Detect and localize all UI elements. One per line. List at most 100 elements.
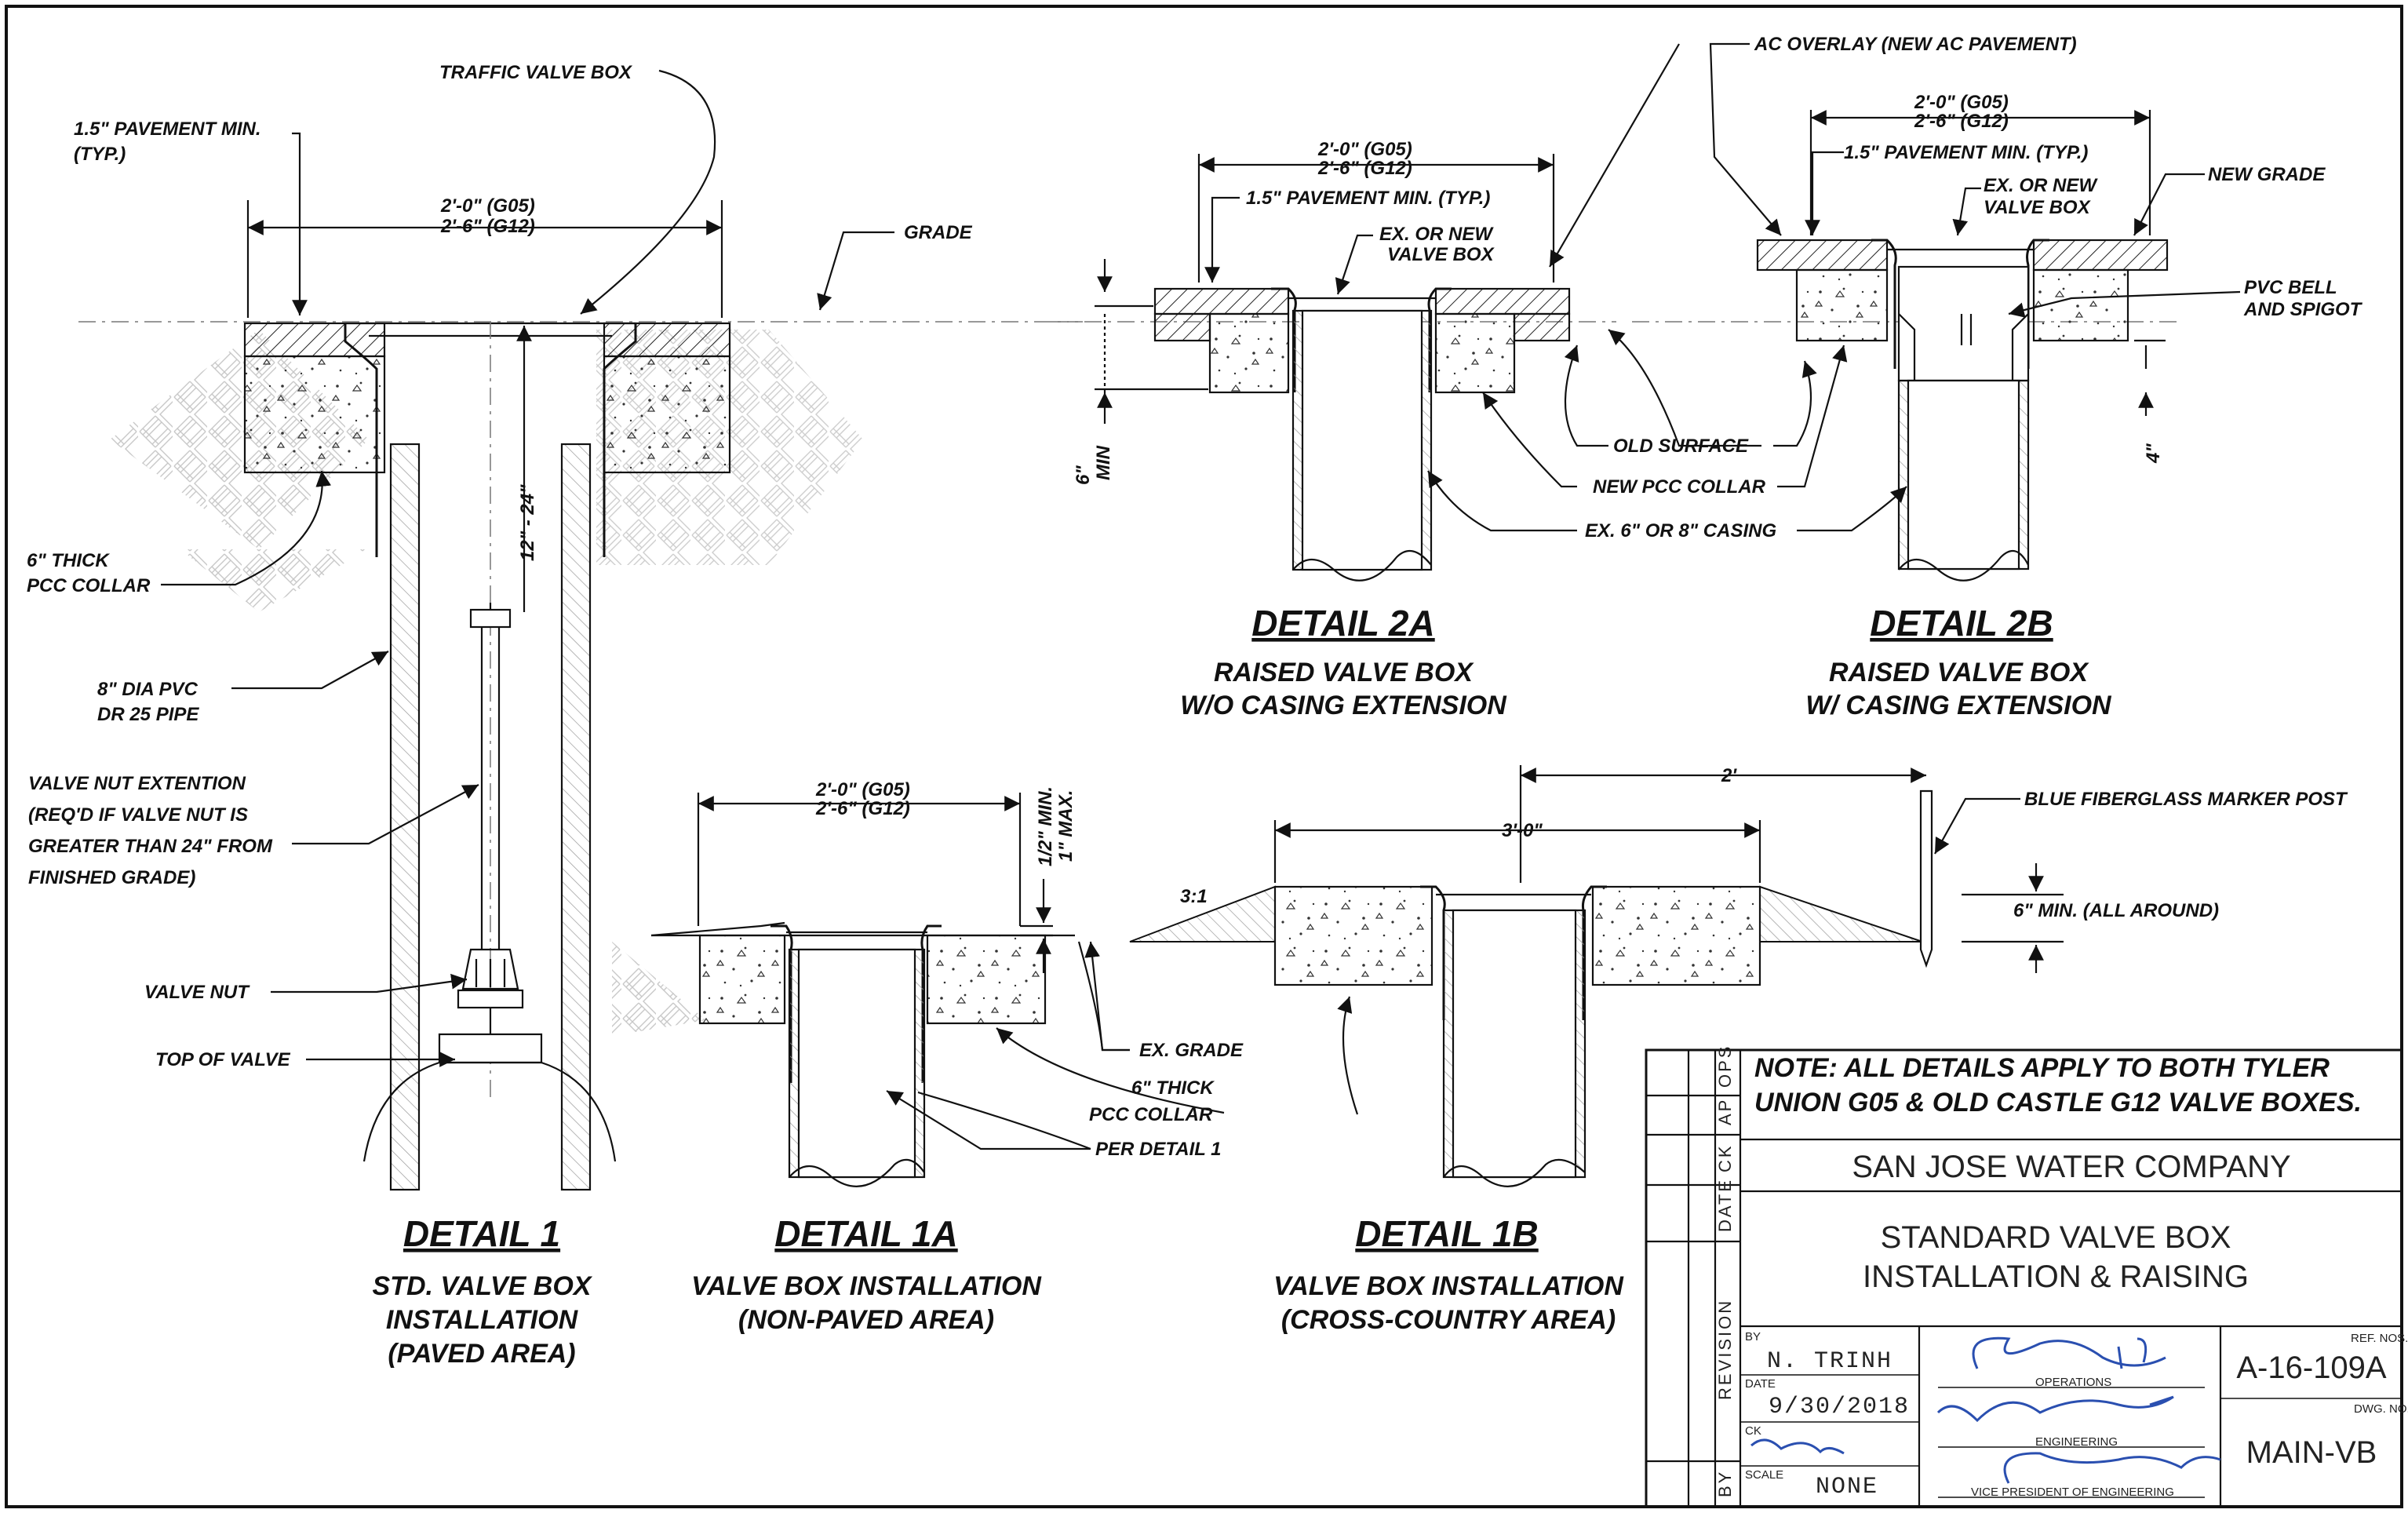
vp-engineering-label: VICE PRESIDENT OF ENGINEERING bbox=[1971, 1486, 2174, 1499]
dwg-no-label: DWG. NO. bbox=[2354, 1402, 2408, 1416]
min-max-label-2: 1" MAX. bbox=[1055, 790, 1076, 862]
top-of-valve-label: TOP OF VALVE bbox=[155, 1049, 291, 1070]
per-detail-label: PER DETAIL 1 bbox=[1095, 1139, 1221, 1160]
detail-2a-labels: 2'-0" (G05) 2'-6" (G12) 1.5" PAVEMENT MI… bbox=[1073, 139, 1507, 720]
company-name: SAN JOSE WATER COMPANY bbox=[1852, 1150, 2290, 1184]
nut-extension-line-1: VALVE NUT EXTENTION bbox=[28, 773, 246, 794]
detail-1a-collar-2: PCC COLLAR bbox=[1089, 1104, 1213, 1125]
scale-label: SCALE bbox=[1745, 1468, 1783, 1482]
min-max-label-1: 1/2" MIN. bbox=[1035, 786, 1056, 866]
rev-col-by: BY bbox=[1715, 1470, 1735, 1497]
detail-2b-labels: AC OVERLAY (NEW AC PAVEMENT) 2'-0" (G05)… bbox=[1754, 34, 2363, 720]
ac-overlay-label: AC OVERLAY (NEW AC PAVEMENT) bbox=[1754, 34, 2077, 55]
rev-col-date: DATE bbox=[1715, 1178, 1735, 1232]
detail-2a-valve-box-2: VALVE BOX bbox=[1387, 244, 1495, 265]
detail-1a-subtitle-2: (NON-PAVED AREA) bbox=[738, 1305, 994, 1335]
detail-1-subtitle-2: INSTALLATION bbox=[386, 1305, 579, 1335]
detail-1a-drawing bbox=[612, 793, 1225, 1187]
signatures bbox=[1750, 1336, 2221, 1484]
detail-2a-min: MIN bbox=[1093, 445, 1114, 480]
detail-2a-subtitle-2: W/O CASING EXTENSION bbox=[1180, 691, 1507, 720]
nut-extension-line-3: GREATER THAN 24" FROM bbox=[28, 836, 273, 857]
detail-1-subtitle-3: (PAVED AREA) bbox=[388, 1339, 575, 1369]
detail-1-subtitle-1: STD. VALVE BOX bbox=[373, 1271, 593, 1301]
rev-col-ops: OPS bbox=[1715, 1045, 1735, 1088]
detail-1a-title: DETAIL 1A bbox=[774, 1213, 957, 1254]
detail-2b-subtitle-2: W/ CASING EXTENSION bbox=[1805, 691, 2112, 720]
depth-label: 12" - 24" bbox=[517, 484, 538, 561]
detail-1b-subtitle-2: (CROSS-COUNTRY AREA) bbox=[1281, 1305, 1616, 1335]
drawing-title-line-1: STANDARD VALVE BOX bbox=[1881, 1220, 2231, 1255]
detail-1-drawing bbox=[78, 69, 1083, 1191]
detail-2b-title: DETAIL 2B bbox=[1870, 603, 2053, 643]
width-g05-label: 2'-0" (G05) bbox=[440, 195, 535, 217]
detail-2b-drawing bbox=[1549, 42, 2241, 582]
detail-2b-valve-box-1: EX. OR NEW bbox=[1984, 175, 2098, 196]
detail-1b-drawing bbox=[1129, 765, 2064, 1187]
vp-signature bbox=[2003, 1452, 2221, 1484]
detail-2a-width-g05: 2'-0" (G05) bbox=[1317, 139, 1412, 160]
detail-2a-title: DETAIL 2A bbox=[1251, 603, 1434, 643]
detail-1a-width-g12: 2'-6" (G12) bbox=[815, 798, 910, 819]
detail-2b-width-g05: 2'-0" (G05) bbox=[1914, 92, 2009, 113]
three-ft-label: 3'-0" bbox=[1502, 820, 1543, 841]
pavement-min-label: 1.5" PAVEMENT MIN. bbox=[74, 118, 261, 140]
date-label: DATE bbox=[1745, 1377, 1776, 1391]
title-block bbox=[1645, 1048, 2403, 1508]
grade-label: GRADE bbox=[904, 222, 973, 243]
marker-post-label: BLUE FIBERGLASS MARKER POST bbox=[2024, 789, 2348, 810]
old-surface-label: OLD SURFACE bbox=[1613, 436, 1749, 457]
detail-1a-collar-1: 6" THICK bbox=[1131, 1077, 1215, 1099]
dwg-no-value: MAIN-VB bbox=[2246, 1435, 2377, 1470]
traffic-valve-box-label: TRAFFIC VALVE BOX bbox=[439, 62, 633, 83]
collar-material-label: PCC COLLAR bbox=[27, 575, 151, 596]
rev-col-ap: AP bbox=[1715, 1098, 1735, 1125]
pipe-dr-label: DR 25 PIPE bbox=[97, 704, 199, 725]
detail-2a-width-g12: 2'-6" (G12) bbox=[1317, 158, 1412, 179]
two-ft-label: 2' bbox=[1721, 765, 1737, 786]
detail-2b-pavement-min: 1.5" PAVEMENT MIN. (TYP.) bbox=[1844, 142, 2088, 163]
slope-label: 3:1 bbox=[1180, 886, 1208, 907]
nut-extension-line-4: FINISHED GRADE) bbox=[28, 867, 195, 888]
detail-1b-title: DETAIL 1B bbox=[1355, 1213, 1538, 1254]
detail-1a-width-g05: 2'-0" (G05) bbox=[815, 779, 910, 800]
by-value: N. TRINH bbox=[1767, 1348, 1893, 1375]
operations-label: OPERATIONS bbox=[2035, 1376, 2111, 1389]
detail-2a-valve-box-1: EX. OR NEW bbox=[1379, 224, 1494, 245]
ck-signature bbox=[1750, 1438, 1845, 1455]
pvc-bell-label-1: PVC BELL bbox=[2244, 277, 2337, 298]
ck-label: CK bbox=[1745, 1424, 1761, 1438]
casing-label: EX. 6" OR 8" CASING bbox=[1585, 520, 1776, 541]
width-g12-label: 2'-6" (G12) bbox=[440, 216, 535, 237]
ex-grade-label: EX. GRADE bbox=[1139, 1040, 1244, 1061]
detail-2b-valve-box-2: VALVE BOX bbox=[1984, 197, 2092, 218]
operations-signature bbox=[1972, 1336, 2166, 1369]
ref-nos-label: REF. NOS. bbox=[2351, 1332, 2408, 1345]
detail-2a-pavement-min: 1.5" PAVEMENT MIN. (TYP.) bbox=[1246, 188, 1490, 209]
scale-value: NONE bbox=[1816, 1474, 1878, 1500]
engineering-label: ENGINEERING bbox=[2035, 1435, 2118, 1449]
detail-1a-labels: 2'-0" (G05) 2'-6" (G12) 1/2" MIN. 1" MAX… bbox=[691, 779, 1244, 1335]
detail-2a-subtitle-1: RAISED VALVE BOX bbox=[1214, 658, 1474, 687]
collar-thickness-label: 6" THICK bbox=[27, 550, 110, 571]
shared-leaders: OLD SURFACE NEW PCC COLLAR EX. 6" OR 8" … bbox=[1427, 329, 1907, 541]
detail-1b-subtitle-1: VALVE BOX INSTALLATION bbox=[1273, 1271, 1624, 1301]
ref-nos-value: A-16-109A bbox=[2236, 1351, 2387, 1385]
new-pcc-collar-label: NEW PCC COLLAR bbox=[1593, 476, 1766, 498]
detail-2b-width-g12: 2'-6" (G12) bbox=[1914, 111, 2009, 132]
detail-2a-drawing bbox=[1051, 154, 1616, 582]
detail-2b-subtitle-1: RAISED VALVE BOX bbox=[1829, 658, 2089, 687]
general-note-line-1: NOTE: ALL DETAILS APPLY TO BOTH TYLER bbox=[1754, 1053, 2330, 1083]
rev-col-ck: CK bbox=[1715, 1143, 1735, 1172]
rev-col-revision: REVISION bbox=[1715, 1299, 1735, 1400]
detail-1a-subtitle-1: VALVE BOX INSTALLATION bbox=[691, 1271, 1042, 1301]
detail-2a-six-in: 6" bbox=[1073, 465, 1094, 485]
nut-extension-line-2: (REQ'D IF VALVE NUT IS bbox=[28, 804, 248, 826]
by-label: BY bbox=[1745, 1330, 1761, 1343]
pavement-min-typ-label: (TYP.) bbox=[74, 144, 126, 165]
revision-column-labels: OPS AP CK DATE REVISION BY bbox=[1715, 1045, 1735, 1497]
four-inch-label: 4" bbox=[2143, 443, 2164, 464]
pipe-dia-label: 8" DIA PVC bbox=[97, 679, 199, 700]
new-grade-label: NEW GRADE bbox=[2208, 164, 2326, 185]
